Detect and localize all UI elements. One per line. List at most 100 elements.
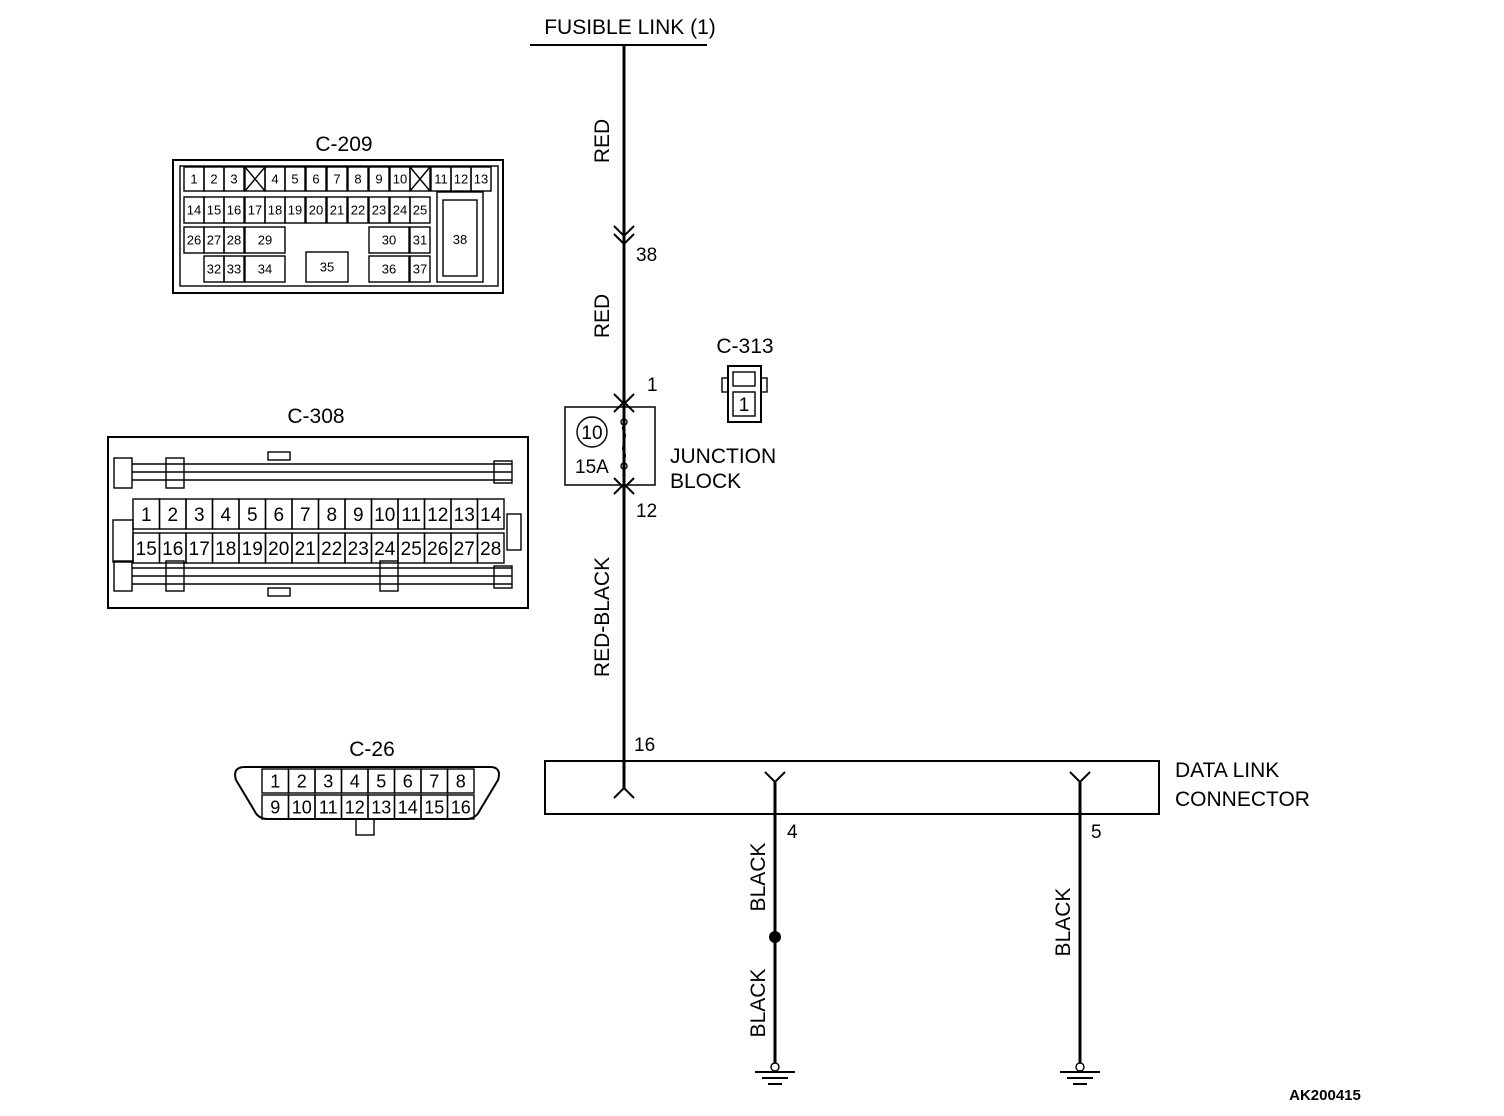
c308-pin: 5 [247, 505, 258, 526]
c308-pin: 13 [454, 505, 475, 526]
wire-color-mid: RED [591, 294, 614, 338]
c308-pin: 18 [215, 539, 236, 560]
c209-pin-cell [409, 255, 431, 283]
junction-block-label-2: BLOCK [670, 470, 741, 493]
c209-pin-cell [223, 255, 245, 283]
c209-pin-cell [409, 196, 431, 224]
figure-id: AK200415 [1289, 1087, 1361, 1104]
c209-blank-a-mark [244, 166, 266, 192]
c308-pin: 17 [189, 539, 210, 560]
splice-point [769, 931, 781, 943]
c26-pin: 14 [398, 797, 418, 817]
c308-pin: 3 [194, 505, 205, 526]
c209-pin: 10 [393, 172, 407, 187]
c308-pin: 26 [427, 539, 448, 560]
connector-mark-38-b [613, 233, 635, 246]
c209-blank-b-mark [409, 166, 431, 192]
c209-pin-cell [326, 196, 348, 224]
c209-pin: 28 [227, 233, 241, 248]
c26-pin: 15 [424, 797, 444, 817]
c209-pin-cell [223, 196, 245, 224]
c209-pin: 16 [227, 203, 241, 218]
c308-pin: 10 [374, 505, 395, 526]
power-source-label: FUSIBLE LINK (1) [544, 16, 716, 39]
wire-color-ground-left-upper: BLACK [747, 843, 770, 912]
dlc-label-2: CONNECTOR [1175, 788, 1310, 811]
c26-pin: 2 [297, 771, 307, 791]
pin-label-38: 38 [636, 245, 657, 266]
c209-pin: 18 [268, 203, 282, 218]
c308-pin: 12 [427, 505, 448, 526]
fuse-terminal-bottom [620, 462, 628, 470]
c209-pin: 29 [258, 233, 272, 248]
c308-pin: 24 [374, 539, 396, 560]
fuse-number: 10 [581, 423, 602, 444]
c26-pin: 11 [319, 797, 338, 817]
c209-pin-cell [368, 226, 410, 254]
c209-pin: 19 [288, 203, 302, 218]
c209-pin: 20 [309, 203, 323, 218]
c308-pin-cell [476, 532, 505, 564]
c209-pin: 33 [227, 262, 241, 277]
ground-symbol-left [755, 1062, 795, 1085]
c209-pin: 25 [413, 203, 427, 218]
c209-pin-cell [305, 196, 327, 224]
fuse-rating: 15A [575, 457, 609, 478]
c308-pin: 4 [220, 505, 231, 526]
c26-title: C-26 [349, 738, 395, 761]
c308-pin: 2 [167, 505, 178, 526]
dlc-label-1: DATA LINK [1175, 759, 1279, 782]
c209-pin-cell [305, 251, 349, 283]
wire-color-top: RED [591, 119, 614, 163]
c209-pin-cell [409, 226, 431, 254]
c209-pin: 3 [230, 172, 237, 187]
c308-pin: 20 [268, 539, 289, 560]
junction-block-box [564, 406, 656, 486]
c209-pin-cell [368, 196, 390, 224]
c209-pin: 24 [393, 203, 407, 218]
c26-pin: 16 [451, 797, 471, 817]
c209-pin: 4 [271, 172, 278, 187]
junction-out-mark-a [613, 477, 635, 490]
fuse-number-circle [576, 416, 608, 448]
c308-pin: 23 [348, 539, 369, 560]
c209-pin-cell [326, 166, 348, 192]
c308-pin-cell [476, 498, 505, 530]
c308-pin: 28 [480, 539, 501, 560]
c308-pin: 27 [454, 539, 475, 560]
c209-pin-cell [347, 166, 369, 192]
wire-color-ground-left-lower: BLACK [747, 969, 770, 1038]
c209-pin-cell [368, 166, 390, 192]
connector-mark-38-a [613, 225, 635, 238]
wire-color-lower: RED-BLACK [591, 557, 614, 677]
c26-pin-cell [446, 768, 475, 794]
junction-in-mark-b [613, 400, 635, 413]
c209-blank-b-cell [409, 166, 431, 192]
c26-pin: 8 [456, 771, 466, 791]
c26-pin-cell [446, 794, 475, 820]
c209-pin: 6 [312, 172, 319, 187]
c209-pin-cell [223, 166, 245, 192]
junction-out-mark-b [613, 482, 635, 495]
c209-pin: 13 [474, 172, 488, 187]
c209-pin: 23 [372, 203, 386, 218]
c26-pin: 13 [371, 797, 391, 817]
c209-blank-a-cell [244, 166, 266, 192]
junction-block-label-1: JUNCTION [670, 445, 776, 468]
c308-title: C-308 [287, 405, 344, 428]
c209-pin: 21 [330, 203, 344, 218]
c26-pin: 9 [270, 797, 280, 817]
c313-connector: 1 [721, 365, 768, 423]
dlc-pin4-mark [764, 771, 786, 784]
wire-color-ground-right: BLACK [1052, 888, 1075, 957]
c209-pin-cell [284, 166, 306, 192]
c209-pin: 8 [354, 172, 361, 187]
c308-pin: 7 [300, 505, 311, 526]
c209-pin: 26 [187, 233, 201, 248]
c308-pin: 1 [141, 505, 152, 526]
c26-pin: 3 [323, 771, 333, 791]
c209-pin: 17 [248, 203, 262, 218]
ground-symbol-right [1060, 1062, 1100, 1085]
